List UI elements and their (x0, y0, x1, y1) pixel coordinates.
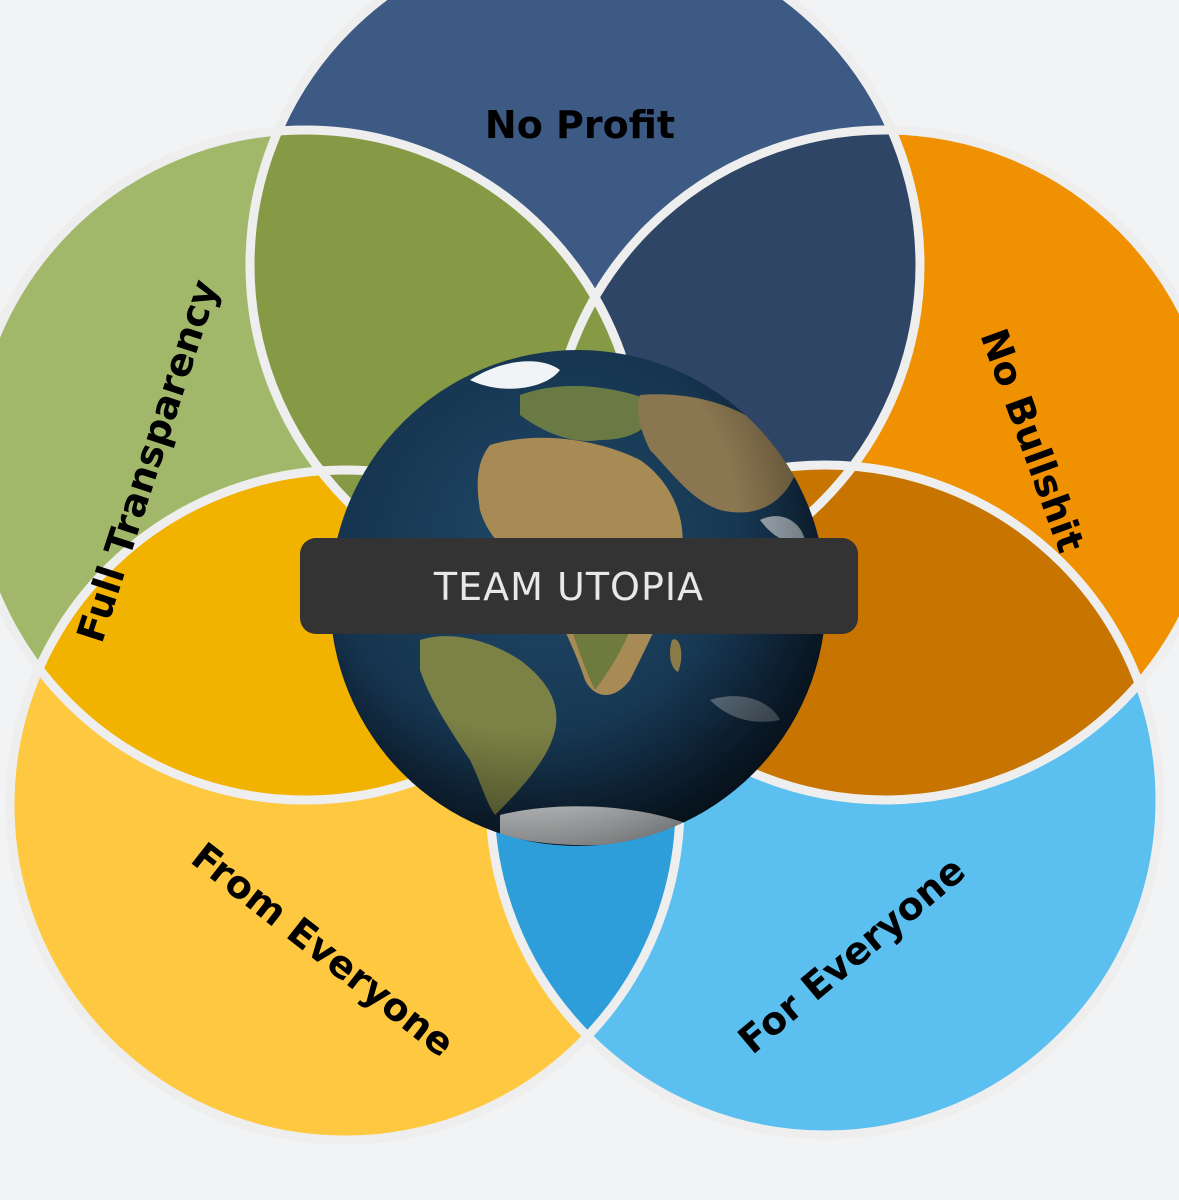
center-label: TEAM UTOPIA (433, 565, 704, 609)
label-no-profit: No Profit (485, 103, 675, 147)
center-banner: TEAM UTOPIA (300, 538, 858, 634)
